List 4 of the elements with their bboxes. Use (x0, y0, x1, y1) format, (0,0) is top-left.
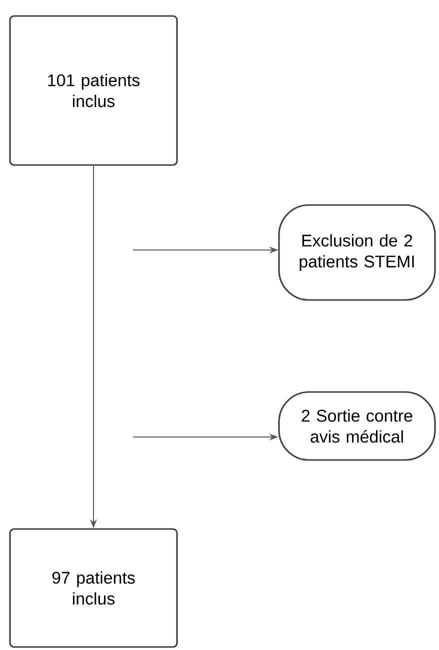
exclusion-box: Exclusion de 2 patients STEMI (278, 204, 436, 301)
process-box: 97 patients inclus (9, 528, 178, 648)
exclusion-box: 2 Sortie contre avis médical (278, 391, 436, 461)
process-box: 101 patients inclus (9, 15, 178, 166)
